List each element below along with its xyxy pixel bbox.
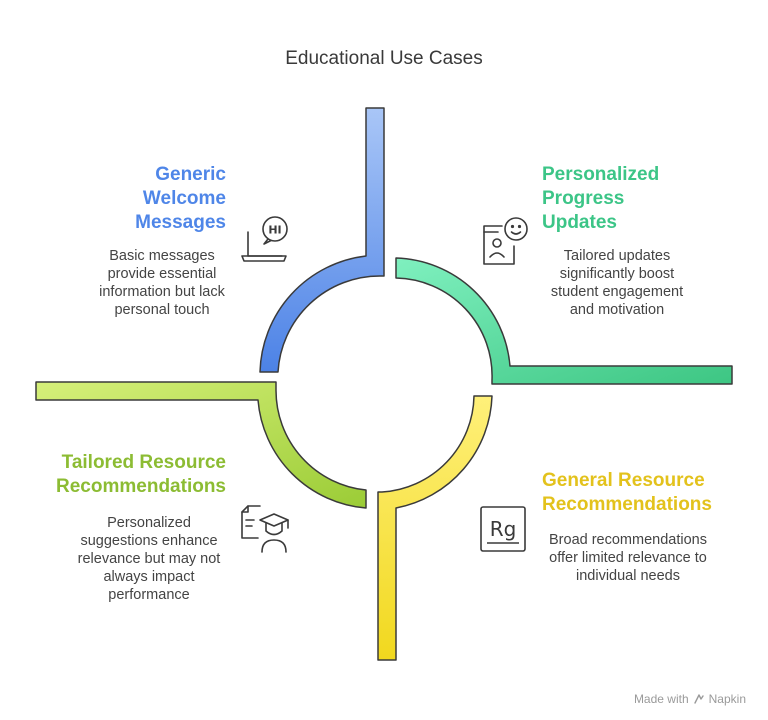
quadrant-description-general: Broad recommendations offer limited rele…: [549, 532, 707, 584]
brand-name: Napkin: [708, 692, 746, 706]
napkin-logo-icon: [693, 694, 704, 704]
svg-text:HI: HI: [268, 224, 281, 237]
student-document-icon: [241, 505, 289, 553]
napkin-branding[interactable]: Made with Napkin: [634, 692, 746, 706]
brand-prefix: Made with: [633, 692, 689, 706]
svg-text:Rg: Rg: [490, 517, 517, 541]
quadrant-title-personalized: Personalized Progress Updates: [542, 164, 660, 233]
quadrant-description-generic: Basic messages provide essential informa…: [99, 248, 225, 318]
quadrant-title-tailored: Tailored Resource Recommendations: [56, 452, 226, 497]
quadrant-description-tailored: Personalized suggestions enhance relevan…: [77, 515, 221, 603]
quadrant-description-personalized: Tailored updates significantly boost stu…: [550, 248, 684, 318]
quadrant-title-general: General Resource Recommendations: [542, 470, 712, 515]
quadrant-title-generic: Generic Welcome Messages: [135, 164, 226, 233]
hi-laptop-icon: HI: [241, 216, 288, 262]
quadrant-segment-tailored: [35, 381, 367, 509]
quadrant-segment-general: [377, 395, 493, 661]
page-title: Educational Use Cases: [285, 48, 483, 69]
smiley-phone-icon: [483, 217, 528, 265]
rg-symbol-icon: Rg: [480, 506, 526, 552]
quadrant-segment-personalized: [395, 257, 733, 385]
quadrant-segment-generic: [259, 107, 385, 373]
